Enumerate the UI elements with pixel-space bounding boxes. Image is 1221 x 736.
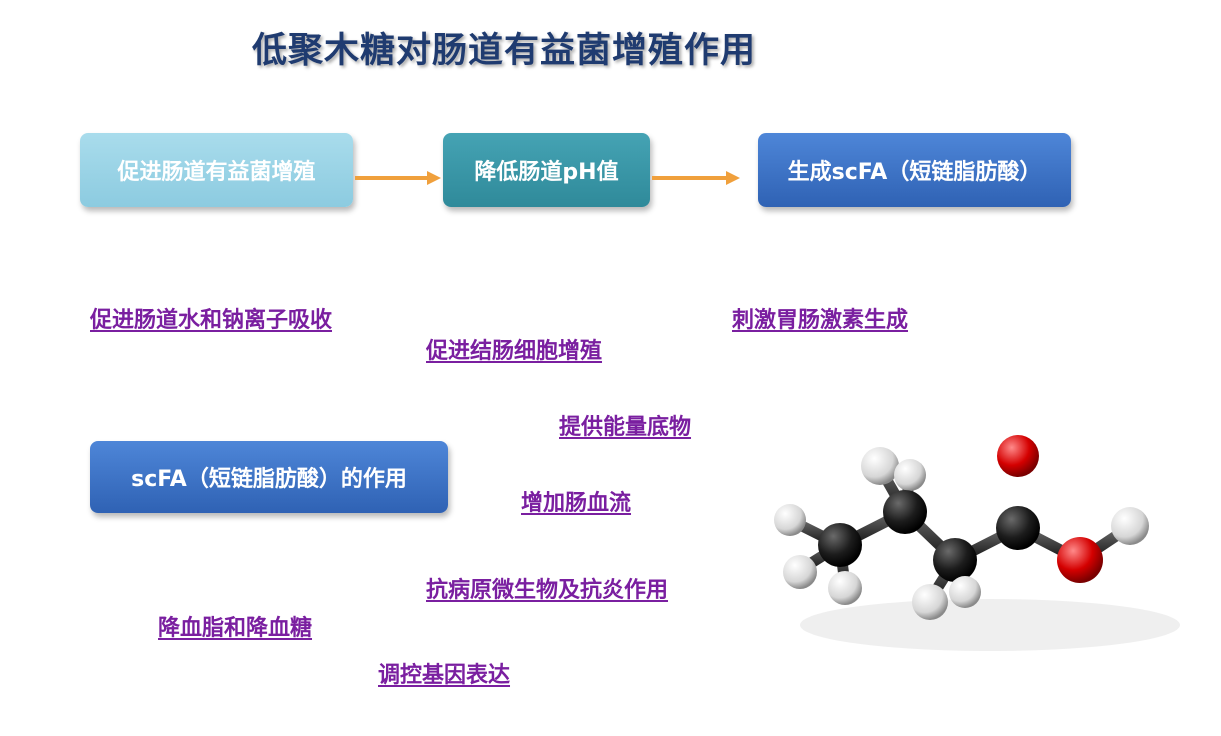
effect-increase-blood-flow[interactable]: 增加肠血流 <box>521 491 632 516</box>
butyric-acid-molecule-icon <box>774 435 1180 651</box>
effect-gene-expression-regulation[interactable]: 调控基因表达 <box>378 663 511 688</box>
flow-box-lower-ph: 降低肠道pH值 <box>443 133 650 207</box>
arrow-right-icon <box>652 171 740 185</box>
effect-energy-substrate[interactable]: 提供能量底物 <box>559 415 692 440</box>
scfa-functions-label: scFA（短链脂肪酸）的作用 <box>131 467 407 492</box>
effect-colon-cell-proliferation[interactable]: 促进结肠细胞增殖 <box>426 339 603 364</box>
effect-gut-hormone-generation[interactable]: 刺激胃肠激素生成 <box>732 308 909 333</box>
effect-water-sodium-absorption[interactable]: 促进肠道水和钠离子吸收 <box>90 308 333 333</box>
effect-antimicrobial-anti-inflammatory[interactable]: 抗病原微生物及抗炎作用 <box>426 578 669 603</box>
flow-box-label: 降低肠道pH值 <box>474 160 619 185</box>
scfa-functions-box: scFA（短链脂肪酸）的作用 <box>90 441 448 513</box>
effect-lower-lipid-glucose[interactable]: 降血脂和降血糖 <box>158 616 313 641</box>
flow-box-label: 生成scFA（短链脂肪酸） <box>787 160 1042 185</box>
flow-box-promote-probiotics: 促进肠道有益菌增殖 <box>80 133 353 207</box>
flow-box-generate-scfa: 生成scFA（短链脂肪酸） <box>758 133 1071 207</box>
flow-box-label: 促进肠道有益菌增殖 <box>117 160 316 185</box>
arrow-right-icon <box>355 171 441 185</box>
page-title: 低聚木糖对肠道有益菌增殖作用 <box>252 31 757 71</box>
